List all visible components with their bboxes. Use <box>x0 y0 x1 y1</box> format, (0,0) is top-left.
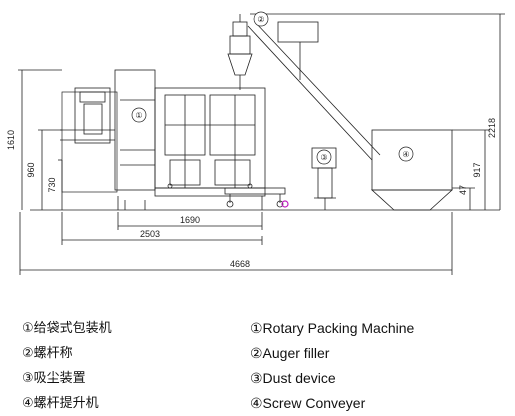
dim-917: 917 <box>472 162 482 177</box>
dim-960: 960 <box>26 162 36 177</box>
callout-circle-2 <box>253 11 269 27</box>
dim-4668: 4668 <box>230 259 250 269</box>
dim-lines-vertical-right <box>250 13 505 210</box>
dim-1690: 1690 <box>180 215 200 225</box>
dust-device <box>311 147 337 210</box>
caster-accent <box>281 200 289 208</box>
legend-en-item-3: ③Dust device <box>250 370 336 386</box>
legend-cn-item-2: ②螺杆称 <box>22 346 73 361</box>
legend-cn-item-3: ③吸尘装置 <box>22 371 86 386</box>
rotary-packing-machine <box>60 69 266 210</box>
machine-layout-drawing: ① ② ③ ④ 1690 2503 4668 1610 960 730 2218… <box>6 11 505 275</box>
dim-47: 47 <box>458 185 468 195</box>
screw-conveyer <box>247 21 381 161</box>
callout-circles <box>131 11 414 165</box>
dim-lines-vertical-left <box>18 69 63 210</box>
callout-circle-3 <box>316 149 332 165</box>
legend-en-item-2: ②Auger filler <box>250 345 330 361</box>
legend-cn-item-4: ④螺杆提升机 <box>22 396 99 411</box>
dim-2218: 2218 <box>487 118 497 138</box>
dim-1610: 1610 <box>6 130 16 150</box>
auger-filler <box>227 14 253 90</box>
callout-circle-1 <box>131 107 147 123</box>
dim-lines-horizontal <box>19 212 453 275</box>
drawing-lines <box>18 13 505 275</box>
legend-english: ①Rotary Packing Machine ②Auger filler ③D… <box>250 316 510 416</box>
hopper-box <box>370 129 454 211</box>
legend-chinese: ①给袋式包装机 ②螺杆称 ③吸尘装置 ④螺杆提升机 <box>22 316 252 416</box>
legend-en-item-4: ④Screw Conveyer <box>250 395 366 411</box>
callout-circle-4 <box>398 146 414 162</box>
legend-en-item-1: ①Rotary Packing Machine <box>250 320 415 336</box>
legend-cn-item-1: ①给袋式包装机 <box>22 321 112 336</box>
callout-1: ① <box>135 111 142 120</box>
dim-2503: 2503 <box>140 229 160 239</box>
dim-730: 730 <box>47 177 57 192</box>
callout-4: ④ <box>402 150 409 159</box>
callout-2: ② <box>257 15 264 24</box>
callout-3: ③ <box>320 153 327 162</box>
cart <box>224 187 286 208</box>
